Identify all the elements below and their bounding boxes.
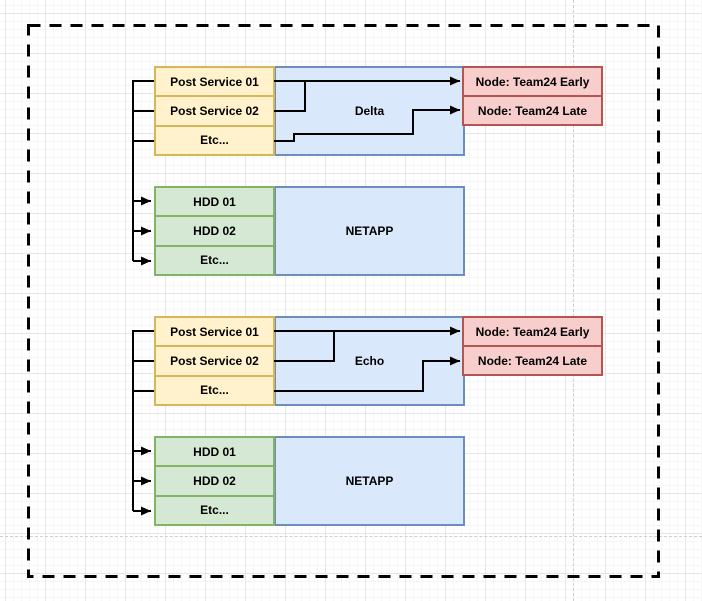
post-service-row[interactable]: Etc...	[156, 374, 273, 404]
hdd-row[interactable]: HDD 01	[193, 194, 236, 209]
hdd-row[interactable]: HDD 01	[193, 444, 236, 459]
hdd-row[interactable]: HDD 02	[156, 215, 273, 244]
post-service-row[interactable]: Post Service 01	[170, 324, 259, 339]
post-service-row[interactable]: Post Service 02	[156, 345, 273, 374]
node-late-box[interactable]: Node: Team24 Late	[464, 345, 601, 374]
connector	[132, 80, 154, 261]
compute-host-box[interactable]: Delta	[274, 66, 465, 156]
post-service-row[interactable]: Etc...	[156, 124, 273, 154]
hdd-row[interactable]: Etc...	[156, 244, 273, 274]
node-late-box[interactable]: Node: Team24 Late	[464, 95, 601, 124]
compute-host-box[interactable]: Echo	[274, 316, 465, 406]
storage-host-label: NETAPP	[345, 474, 394, 488]
node-stack: Node: Team24 Early Node: Team24 Late	[462, 316, 603, 376]
hdd-stack: HDD 01 HDD 02 Etc...	[154, 436, 275, 526]
post-service-row[interactable]: Post Service 02	[156, 95, 273, 124]
page-boundary-horizontal	[0, 536, 702, 537]
hdd-stack: HDD 01 HDD 02 Etc...	[154, 186, 275, 276]
post-service-stack: Post Service 01 Post Service 02 Etc...	[154, 66, 275, 156]
connector	[132, 330, 154, 511]
node-early-box[interactable]: Node: Team24 Early	[475, 74, 590, 89]
storage-host-label: NETAPP	[345, 224, 394, 238]
hdd-row[interactable]: Etc...	[156, 494, 273, 524]
compute-host-label: Delta	[354, 104, 385, 118]
storage-host-box[interactable]: NETAPP	[274, 186, 465, 276]
node-early-box[interactable]: Node: Team24 Early	[475, 324, 590, 339]
hdd-row[interactable]: HDD 02	[156, 465, 273, 494]
node-stack: Node: Team24 Early Node: Team24 Late	[462, 66, 603, 126]
post-service-row[interactable]: Post Service 01	[170, 74, 259, 89]
storage-host-box[interactable]: NETAPP	[274, 436, 465, 526]
compute-host-label: Echo	[354, 354, 385, 368]
post-service-stack: Post Service 01 Post Service 02 Etc...	[154, 316, 275, 406]
